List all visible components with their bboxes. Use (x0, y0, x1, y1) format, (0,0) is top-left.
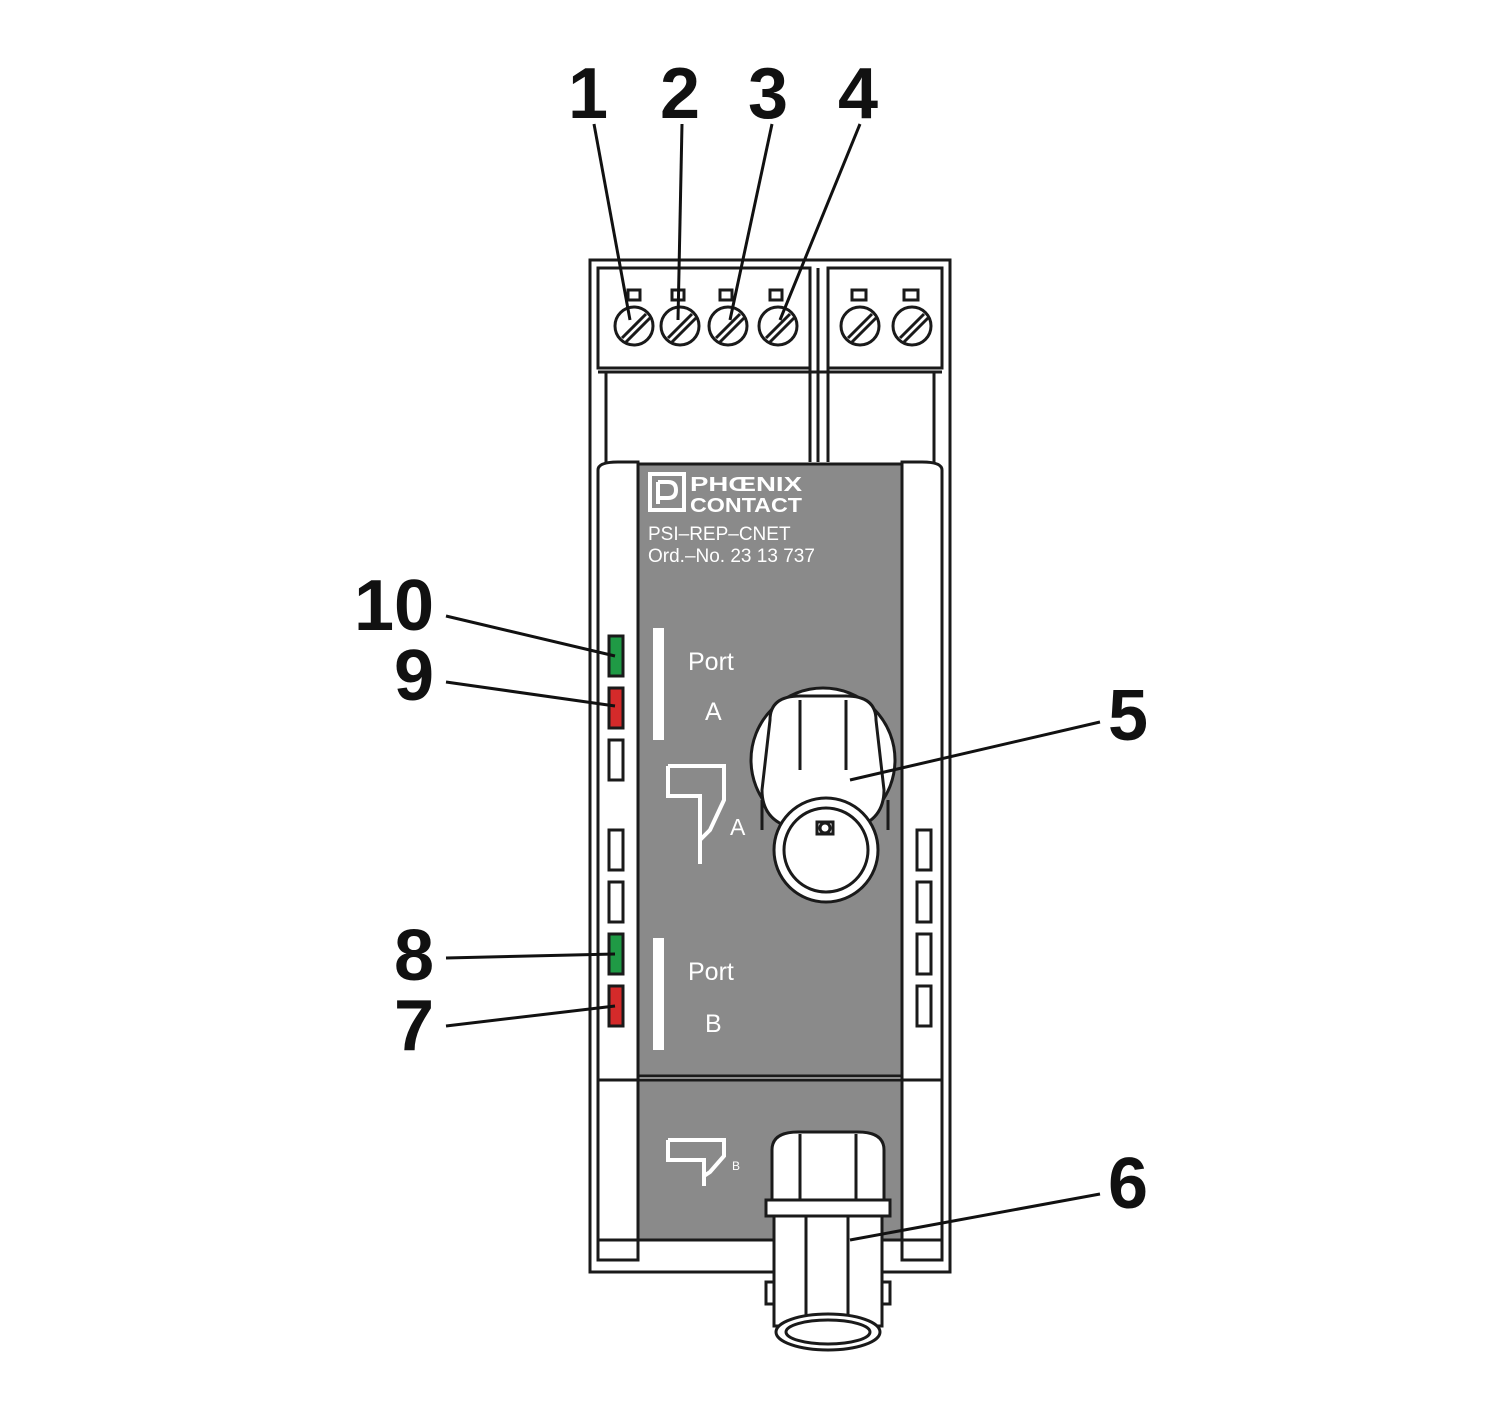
bnc-connector-b (764, 1130, 892, 1352)
port-a-letter: A (705, 698, 722, 726)
screw-icon (891, 305, 933, 347)
port-a-symbol-letter: A (730, 814, 746, 840)
screw-icon (757, 305, 799, 347)
led-9-red (607, 686, 625, 730)
indicator-slot (915, 984, 933, 1028)
screw-icon (707, 305, 749, 347)
callout-2: 2 (660, 54, 700, 134)
port-b-symbol-icon (666, 1138, 726, 1186)
brand-line-2: CONTACT (690, 495, 802, 517)
screw-icon (613, 305, 655, 347)
screw-icon (659, 305, 701, 347)
callout-8: 8 (394, 916, 434, 996)
callout-5: 5 (1108, 676, 1148, 756)
indicator-slot (607, 738, 625, 782)
port-b-label: Port (688, 958, 734, 986)
order-number: Ord.–No. 23 13 737 (648, 546, 815, 567)
led-indicators (607, 634, 933, 1028)
callout-4: 4 (838, 54, 878, 134)
bnc-connector-a (749, 686, 897, 904)
indicator-slot (915, 932, 933, 976)
callout-10: 10 (354, 566, 434, 646)
indicator-slot (915, 828, 933, 872)
indicator-slot (915, 880, 933, 924)
callout-1: 1 (568, 54, 608, 134)
leader-lines (445, 123, 1101, 1242)
brand-line-1: PHŒNIX (690, 474, 803, 496)
port-a-symbol-icon (666, 764, 726, 864)
port-b-symbol-letter: B (732, 1159, 740, 1173)
phoenix-contact-logo: PHŒNIX CONTACT (648, 472, 803, 517)
screw-icon (839, 305, 881, 347)
model-name: PSI–REP–CNET (648, 524, 791, 545)
port-a-label: Port (688, 648, 734, 676)
port-b-marker-bar (653, 938, 664, 1050)
port-a-marker-bar (653, 628, 664, 740)
callout-3: 3 (748, 54, 788, 134)
callouts: 1 2 3 4 10 9 5 8 7 6 (354, 54, 1148, 1224)
terminal-screws (613, 305, 933, 347)
callout-9: 9 (394, 636, 434, 716)
callout-6: 6 (1108, 1144, 1148, 1224)
indicator-slot (607, 828, 625, 872)
indicator-slot (607, 880, 625, 924)
callout-7: 7 (394, 986, 434, 1066)
port-b-letter: B (705, 1010, 722, 1038)
